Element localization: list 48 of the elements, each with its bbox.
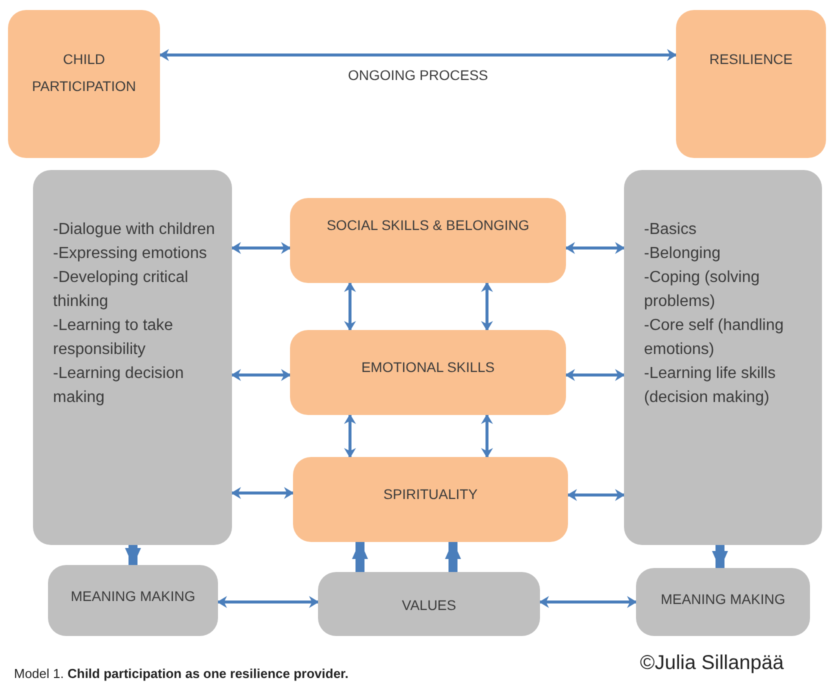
list-item: -Basics: [644, 220, 698, 240]
list-item: -Learning life skills (decision making): [644, 364, 777, 408]
process-box: [293, 457, 568, 542]
process-box: [290, 198, 566, 283]
list-item: -Belonging: [644, 244, 722, 264]
caption: Model 1. Child participation as one resilience provider.: [14, 666, 349, 681]
block-arrow: [445, 541, 461, 572]
list-item: -Expressing emotions: [53, 244, 208, 264]
box-label: SOCIAL SKILLS & BELONGING: [326, 216, 530, 235]
copyright-note: ©Julia Sillanpää: [640, 652, 784, 675]
double-arrow: [344, 282, 356, 331]
box-label: VALUES: [402, 596, 456, 615]
rounded-box: [318, 572, 540, 636]
list-item: -Core self (handling emotions): [644, 316, 785, 360]
double-arrow: [217, 596, 319, 608]
list-item: -Learning decision making: [53, 364, 185, 408]
block-arrow: [125, 545, 141, 566]
list-item: -Learning to take responsibility: [53, 316, 174, 360]
box-label: EMOTIONAL SKILLS: [361, 358, 495, 377]
double-arrow: [565, 369, 625, 381]
rounded-box: [33, 170, 232, 545]
process-box: [290, 330, 566, 415]
double-arrow: [565, 242, 625, 254]
box-label: SPIRITUALITY: [383, 485, 478, 504]
double-arrow: [481, 414, 493, 458]
rounded-box: [48, 565, 218, 636]
double-arrow: [539, 596, 637, 608]
double-arrow: [567, 489, 625, 501]
double-arrow: [481, 282, 493, 331]
double-arrow: [159, 49, 677, 61]
double-arrow: [231, 369, 291, 381]
box-label: CHILD PARTICIPATION: [31, 50, 137, 96]
double-arrow: [231, 487, 294, 499]
list-item: -Dialogue with children: [53, 220, 216, 240]
process-box: [8, 10, 160, 158]
rounded-box: [624, 170, 822, 545]
block-arrow: [712, 545, 728, 569]
block-arrow: [352, 541, 368, 572]
edge-label: ONGOING PROCESS: [346, 67, 490, 83]
double-arrow: [231, 242, 291, 254]
list-item: -Coping (solving problems): [644, 268, 761, 312]
box-label: MEANING MAKING: [70, 587, 196, 606]
process-box: [676, 10, 826, 158]
rounded-box: [636, 568, 810, 636]
box-label: RESILIENCE: [709, 50, 793, 69]
double-arrow: [344, 414, 356, 458]
box-label: MEANING MAKING: [660, 590, 786, 609]
list-item: -Developing critical thinking: [53, 268, 190, 312]
